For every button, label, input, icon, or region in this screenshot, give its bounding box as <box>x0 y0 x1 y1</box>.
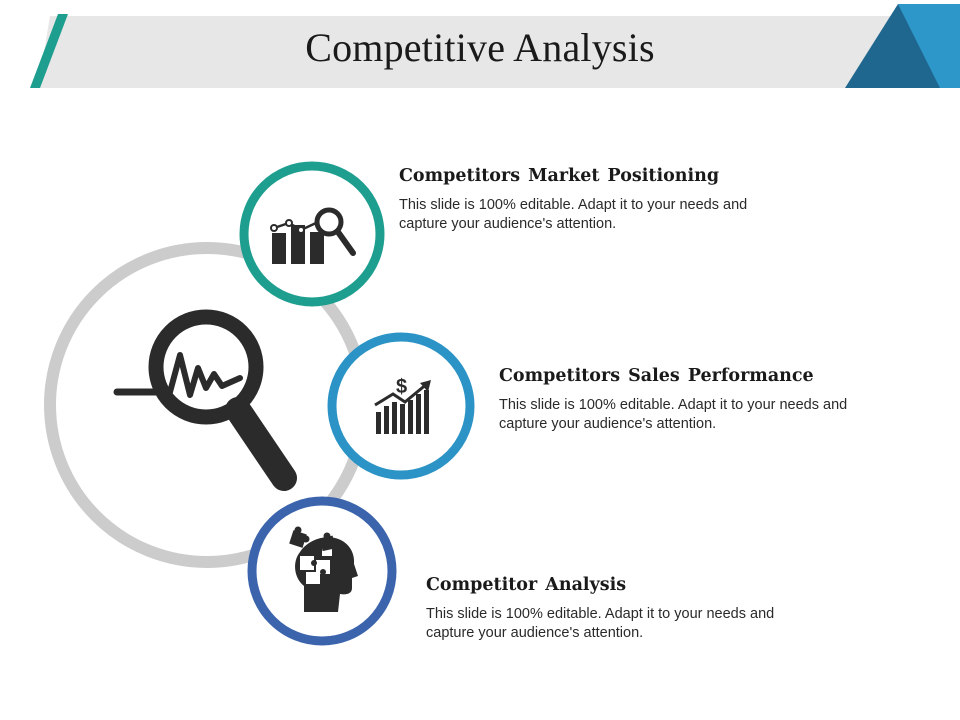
item-description-sales-performance: This slide is 100% editable. Adapt it to… <box>499 397 848 432</box>
corner-triangle-dark <box>845 4 952 88</box>
item-description-competitor-analysis: This slide is 100% editable. Adapt it to… <box>426 606 775 641</box>
svg-text:$: $ <box>396 376 407 398</box>
banner-band <box>38 16 960 88</box>
dollar-growth-chart-icon: $ <box>374 376 431 434</box>
item-heading-competitor-analysis: Competitor Analysis <box>426 575 627 595</box>
corner-triangle-light <box>898 4 960 88</box>
item-description-market-positioning: This slide is 100% editable. Adapt it to… <box>399 197 748 232</box>
bar-chart-magnifier-icon <box>270 207 356 264</box>
puzzle-head-icon <box>289 526 358 612</box>
title-banner: Competitive Analysis <box>0 0 960 100</box>
magnifier-pulse-icon <box>113 309 297 491</box>
item-heading-market-positioning: Competitors Market Positioning <box>399 166 720 186</box>
banner-teal-stripe <box>30 14 68 88</box>
item-heading-sales-performance: Competitors Sales Performance <box>499 366 814 386</box>
banner-graphic <box>30 4 960 88</box>
page-title: Competitive Analysis <box>305 25 655 70</box>
